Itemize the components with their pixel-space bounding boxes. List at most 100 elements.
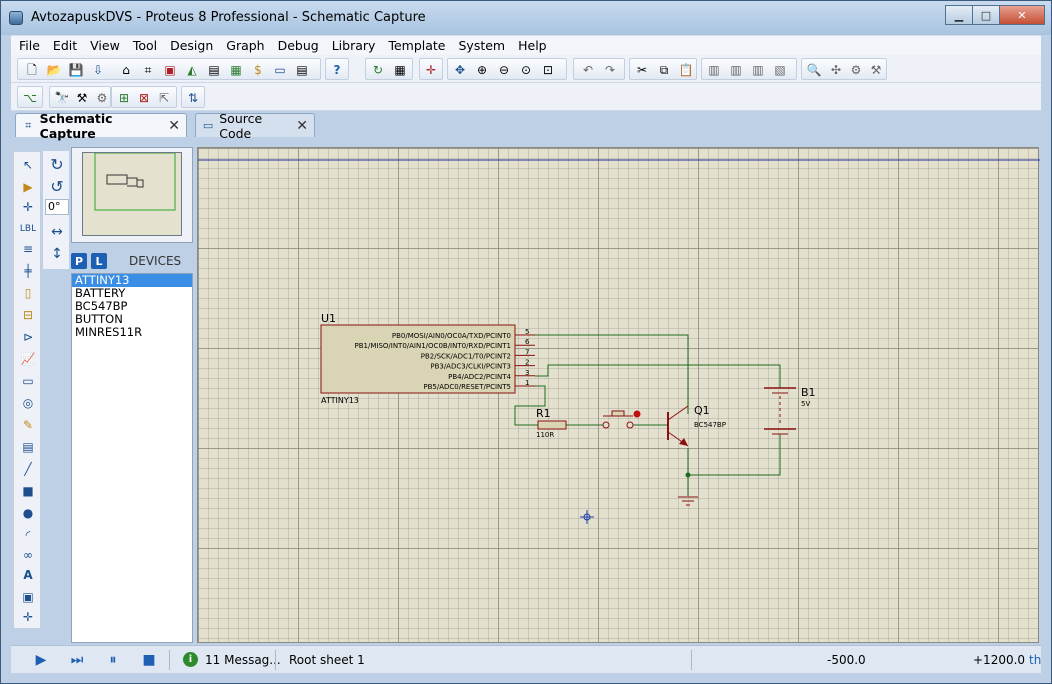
u1-attiny13[interactable]: U1 ATTINY13 PB0/MOSI/AIN0/OC0A/TXD/PCINT… [320, 312, 535, 405]
device-pins-icon[interactable]: ⊳ [22, 330, 34, 344]
subcircuit-icon[interactable]: ▯ [24, 286, 32, 300]
pick-device-icon[interactable]: 🔍 [806, 63, 822, 77]
design-explorer-icon[interactable]: ▦ [230, 63, 242, 77]
netlist-icon[interactable]: ⇅ [187, 91, 199, 105]
make-device-icon[interactable]: ✣ [830, 63, 842, 77]
generator-icon[interactable]: ◎ [22, 396, 34, 410]
pcb-layout-icon[interactable]: ▣ [164, 63, 176, 77]
bill-of-materials-icon[interactable]: $ [254, 63, 262, 77]
library-manager-button[interactable]: L [91, 253, 107, 269]
menu-debug[interactable]: Debug [277, 38, 319, 53]
list-item[interactable]: ATTINY13 [72, 274, 192, 287]
terminals-icon[interactable]: ⊟ [22, 308, 34, 322]
selection-mode-icon[interactable]: ↖ [22, 158, 34, 172]
menu-tool[interactable]: Tool [132, 38, 158, 53]
list-item[interactable]: MINRES11R [75, 325, 143, 339]
remove-sheet-icon[interactable]: ⊠ [138, 91, 150, 105]
menu-library[interactable]: Library [331, 38, 376, 53]
box-tool-icon[interactable]: ■ [22, 484, 34, 498]
circle-tool-icon[interactable]: ● [22, 506, 34, 520]
stop-icon[interactable]: ■ [142, 652, 156, 668]
menu-system[interactable]: System [458, 38, 506, 53]
tape-recorder-icon[interactable]: ▭ [22, 374, 34, 388]
menu-template[interactable]: Template [388, 38, 446, 53]
zoom-in-icon[interactable]: ⊕ [476, 63, 488, 77]
block-delete-icon[interactable]: ▧ [774, 63, 786, 77]
junction-dot-icon[interactable]: ✛ [22, 200, 34, 214]
list-item[interactable]: BATTERY [75, 286, 126, 300]
grid-icon[interactable]: ▦ [394, 63, 406, 77]
button-switch[interactable] [602, 410, 641, 429]
tab-schematic-capture[interactable]: ⌗ Schematic Capture ✕ [15, 111, 187, 141]
text-tool-icon[interactable]: A [23, 568, 33, 582]
cut-icon[interactable]: ✂ [636, 63, 648, 77]
units-toggle[interactable]: th [1029, 653, 1042, 667]
menu-graph[interactable]: Graph [226, 38, 265, 53]
gerber-icon[interactable]: ▤ [208, 63, 220, 77]
step-icon[interactable]: ⏭ [70, 652, 84, 668]
mirror-vertical-icon[interactable]: ↕ [51, 246, 63, 262]
package-tool-icon[interactable]: ⚙ [850, 63, 862, 77]
menu-file[interactable]: File [19, 38, 40, 53]
wire-label-icon[interactable]: LBL [19, 224, 37, 234]
child-sheet-icon[interactable]: ⇱ [158, 91, 170, 105]
block-rotate-icon[interactable]: ▥ [752, 63, 764, 77]
search-icon[interactable]: 🔭 [54, 91, 70, 105]
minimize-button[interactable]: ▁ [945, 5, 973, 25]
import-icon[interactable]: ⇩ [92, 63, 104, 77]
block-move-icon[interactable]: ▥ [730, 63, 742, 77]
save-icon[interactable]: 💾 [68, 63, 84, 77]
3d-viewer-icon[interactable]: ◭ [187, 63, 197, 77]
line-tool-icon[interactable]: ╱ [24, 462, 32, 476]
new-file-icon[interactable]: 🗋 [27, 63, 37, 77]
menu-edit[interactable]: Edit [52, 38, 78, 53]
rotate-anticlockwise-icon[interactable]: ↺ [50, 176, 64, 196]
play-icon[interactable]: ▶ [35, 652, 47, 668]
pan-icon[interactable]: ✥ [454, 63, 466, 77]
redo-icon[interactable]: ↷ [604, 63, 616, 77]
origin-icon[interactable]: ✛ [425, 63, 437, 77]
home-icon[interactable]: ⌂ [122, 63, 130, 77]
decompose-icon[interactable]: ⚒ [870, 63, 882, 77]
path-tool-icon[interactable]: ∞ [23, 548, 33, 562]
mirror-horizontal-icon[interactable]: ↔ [51, 224, 63, 240]
symbol-tool-icon[interactable]: ▣ [22, 590, 34, 604]
messages-count[interactable]: 11 Messag... [205, 653, 281, 667]
pick-devices-button[interactable]: P [71, 253, 87, 269]
list-item[interactable]: BUTTON [75, 312, 123, 326]
property-assignment-icon[interactable]: ⚒ [76, 91, 88, 105]
schematic-canvas[interactable]: U1 ATTINY13 PB0/MOSI/AIN0/OC0A/TXD/PCINT… [197, 147, 1040, 643]
schematic-icon[interactable]: ⌗ [144, 63, 152, 77]
b1-battery[interactable]: B1 5V [764, 386, 816, 435]
menu-design[interactable]: Design [170, 38, 214, 53]
zoom-out-icon[interactable]: ⊖ [498, 63, 510, 77]
text-script-icon[interactable]: ≡ [22, 242, 34, 256]
zoom-all-icon[interactable]: ⊙ [520, 63, 532, 77]
zoom-area-icon[interactable]: ⊡ [542, 63, 554, 77]
buses-icon[interactable]: ╪ [24, 264, 32, 278]
paste-icon[interactable]: 📋 [678, 63, 694, 77]
source-code-icon[interactable]: ▭ [274, 63, 286, 77]
block-copy-icon[interactable]: ▥ [708, 63, 720, 77]
button-actuator-dot[interactable] [633, 410, 641, 418]
help-icon[interactable]: ? [333, 63, 341, 77]
copy-icon[interactable]: ⧉ [659, 63, 669, 77]
menu-help[interactable]: Help [518, 38, 547, 53]
menu-view[interactable]: View [90, 38, 120, 53]
notes-icon[interactable]: ▤ [296, 63, 308, 77]
maximize-button[interactable]: □ [972, 5, 1000, 25]
overview-map[interactable] [82, 152, 182, 236]
close-tab-icon[interactable]: ✕ [168, 117, 180, 134]
marker-tool-icon[interactable]: ✛ [22, 610, 34, 624]
refresh-icon[interactable]: ↻ [372, 63, 384, 77]
virtual-instruments-icon[interactable]: ▤ [22, 440, 34, 454]
rotate-clockwise-icon[interactable]: ↻ [50, 154, 64, 174]
component-mode-icon[interactable]: ▶ [23, 180, 33, 194]
r1-resistor[interactable]: R1 110R [536, 407, 567, 439]
rotation-angle-field[interactable]: 0° [45, 199, 69, 215]
new-sheet-icon[interactable]: ⊞ [118, 91, 130, 105]
arc-tool-icon[interactable]: ◜ [25, 528, 31, 542]
wire-autorouter-icon[interactable]: ⌥ [23, 91, 37, 105]
graph-mode-icon[interactable]: 📈 [20, 352, 36, 366]
close-tab-icon[interactable]: ✕ [296, 117, 308, 134]
